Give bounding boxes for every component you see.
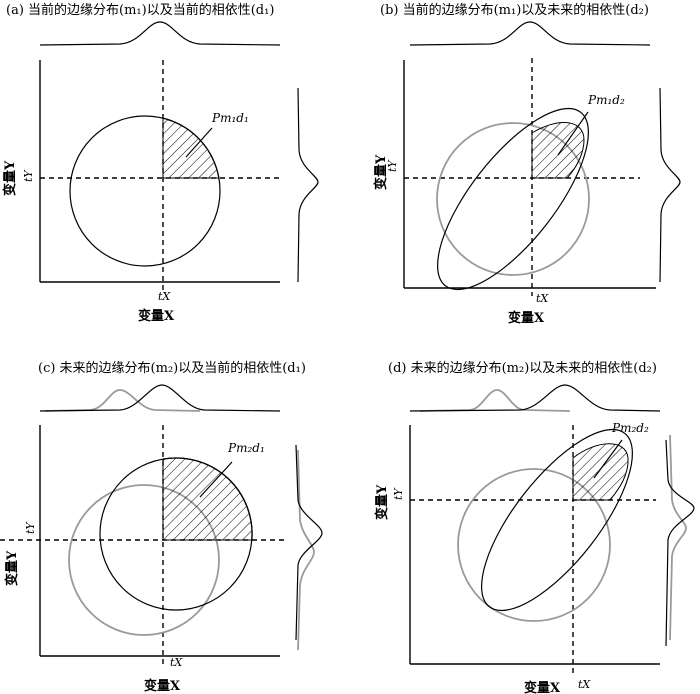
panel-b-joint-contour	[437, 107, 589, 291]
panel-d-ty-label: tY	[392, 487, 405, 500]
panel-d-joint-exceedance-region	[572, 443, 629, 501]
panel-b-tx-label: tX	[536, 292, 549, 305]
panel-d-current-contour	[457, 468, 611, 622]
panel-c-right-marginal-future	[295, 444, 323, 641]
panel-d-title: (d) 未来的边缘分布(m₂)以及未来的相依性(d₂)	[388, 360, 657, 376]
panel-a-region-label: Pm₁d₁	[211, 111, 249, 125]
panel-b-region-pointer	[557, 111, 589, 156]
panel-c-title: (c) 未来的边缘分布(m₂)以及当前的相依性(d₁)	[38, 360, 306, 376]
panel-b-title: (b) 当前的边缘分布(m₁)以及未来的相依性(d₂)	[380, 2, 649, 18]
panel-d-right-marginal-current	[669, 434, 687, 641]
panel-b-ty-label: tY	[386, 159, 399, 172]
panel-d-top-marginal-future	[409, 384, 661, 412]
panel-a-title: (a) 当前的边缘分布(m₁)以及当前的相依性(d₁)	[6, 2, 274, 18]
panel-b-y-axis-label: 变量Y	[373, 154, 389, 190]
panel-c-tx-label: tX	[170, 656, 183, 669]
panel-d-right-marginal-future	[665, 439, 695, 647]
panel-d-region-pointer	[593, 439, 623, 479]
panel-d-y-axis-label: 变量Y	[374, 484, 390, 520]
panel-a-x-axis-label: 变量X	[138, 308, 175, 324]
panel-a-joint-exceedance-region	[162, 117, 220, 179]
panel-c-current-contour	[68, 484, 220, 636]
panel-c-right-marginal-current	[297, 449, 315, 651]
panel-b: (b) 当前的边缘分布(m₁)以及未来的相依性(d₂) Pm₁d₂ tX tY …	[373, 2, 681, 326]
panel-a-ty-label: tY	[22, 169, 35, 182]
panel-c-ty-label: tY	[24, 521, 37, 534]
panel-b-joint-exceedance-region	[531, 122, 585, 179]
panel-a-right-marginal	[297, 87, 319, 283]
panel-b-current-contour	[436, 122, 590, 276]
panel-d-region-label: Pm₂d₂	[611, 421, 649, 435]
panel-c-y-axis-label: 变量Y	[4, 550, 20, 586]
panel-d-tx-label: tX	[578, 678, 591, 691]
panel-a: (a) 当前的边缘分布(m₁)以及当前的相依性(d₁) Pm₁d₁ tX tY …	[2, 2, 319, 324]
panel-a-tx-label: tX	[158, 290, 171, 303]
panel-d: (d) 未来的边缘分布(m₂)以及未来的相依性(d₂) Pm₂d₂ tX tY …	[374, 360, 695, 694]
panel-c-top-marginal-future	[39, 384, 281, 412]
panel-a-joint-contour	[69, 115, 221, 267]
panel-c-region-label: Pm₂d₁	[227, 441, 265, 455]
panel-d-joint-contour	[481, 428, 633, 612]
panel-b-region-label: Pm₁d₂	[587, 93, 625, 107]
panel-c: (c) 未来的边缘分布(m₂)以及当前的相依性(d₁) Pm₂d₁ tX tY …	[0, 360, 323, 694]
panel-c-x-axis-label: 变量X	[144, 678, 181, 694]
panel-b-right-marginal	[659, 87, 681, 283]
panel-b-top-marginal	[409, 21, 651, 46]
panel-a-y-axis-label: 变量Y	[2, 160, 18, 196]
panel-d-x-axis-label: 变量X	[524, 680, 561, 694]
panel-c-joint-exceedance-region	[162, 457, 253, 541]
panel-a-top-marginal	[39, 21, 281, 46]
panel-c-top-marginal-current	[44, 389, 201, 412]
panel-b-x-axis-label: 变量X	[508, 310, 545, 326]
panel-c-region-pointer	[199, 461, 233, 498]
panel-d-top-marginal-current	[419, 389, 571, 412]
panel-a-region-pointer	[185, 127, 213, 158]
